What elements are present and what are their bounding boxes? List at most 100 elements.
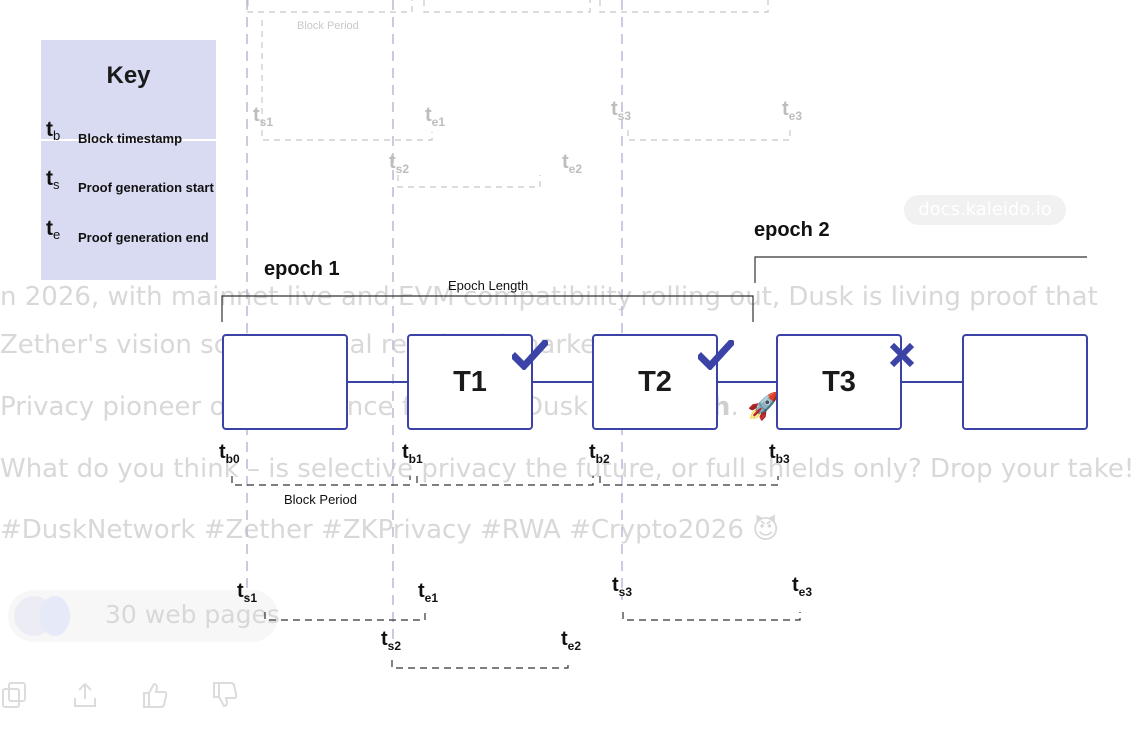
check-icon bbox=[512, 340, 548, 370]
thumbs-up-icon[interactable] bbox=[140, 680, 170, 710]
ts-letter: t bbox=[769, 441, 776, 463]
chat-line-1: n 2026, with mainnet live and EVM compat… bbox=[0, 282, 1098, 312]
ts-sub: e2 bbox=[567, 639, 582, 653]
faded-brackets bbox=[247, 0, 791, 188]
ts-letter: t bbox=[561, 628, 568, 650]
proof-te1: te1 bbox=[418, 580, 439, 605]
key-symbol-letter: t bbox=[46, 118, 53, 141]
faded-te3: te3 bbox=[782, 98, 803, 123]
source-avatar-secondary bbox=[40, 596, 70, 636]
epoch-brackets bbox=[221, 256, 1087, 322]
faded-ts1: ts1 bbox=[253, 104, 273, 129]
key-desc-proof-start: Proof generation start bbox=[78, 180, 214, 195]
ts-letter: t bbox=[418, 580, 425, 602]
copy-icon[interactable] bbox=[0, 680, 30, 710]
ts-sub: s3 bbox=[617, 109, 632, 123]
key-symbol-sub: s bbox=[53, 177, 60, 192]
key-symbol-proof-end: te bbox=[46, 217, 61, 242]
ts-letter: t bbox=[611, 98, 618, 120]
chat-line-3-suffix: . 🚀 bbox=[730, 392, 780, 422]
proof-ts1: ts1 bbox=[237, 580, 258, 605]
key-desc-proof-end: Proof generation end bbox=[78, 230, 209, 245]
epoch-1-label: epoch 1 bbox=[264, 258, 340, 280]
chain-link bbox=[717, 381, 777, 383]
block-period-brackets bbox=[231, 476, 801, 669]
ts-letter: t bbox=[402, 441, 409, 463]
chain-link bbox=[902, 381, 962, 383]
ts-sub: b0 bbox=[225, 452, 240, 466]
key-symbol-letter: t bbox=[46, 217, 53, 240]
epoch-2-label: epoch 2 bbox=[754, 219, 830, 241]
ts-sub: s2 bbox=[387, 639, 402, 653]
key-symbol-sub: e bbox=[53, 227, 61, 242]
watermark: docs.kaleido.io bbox=[904, 195, 1066, 225]
key-divider bbox=[41, 139, 216, 141]
key-desc-block-timestamp: Block timestamp bbox=[78, 131, 183, 146]
ts-sub: s3 bbox=[618, 585, 633, 599]
timestamp-tb2: tb2 bbox=[589, 441, 610, 466]
ts-sub: e3 bbox=[788, 109, 803, 123]
ts-sub: e2 bbox=[568, 162, 583, 176]
ts-letter: t bbox=[425, 104, 432, 126]
key-symbol-sub: b bbox=[53, 128, 61, 143]
block-0 bbox=[222, 334, 348, 430]
sources-label[interactable]: 30 web pages bbox=[105, 600, 280, 629]
key-symbol-proof-start: ts bbox=[46, 167, 60, 192]
vertical-guides bbox=[246, 0, 623, 640]
chat-line-4: What do you think – is selective privacy… bbox=[0, 454, 1137, 484]
thumbs-down-icon[interactable] bbox=[210, 680, 240, 710]
key-title: Key bbox=[106, 62, 151, 89]
share-icon[interactable] bbox=[70, 680, 100, 710]
chain-link bbox=[533, 381, 593, 383]
ts-letter: t bbox=[589, 441, 596, 463]
block-label bbox=[224, 336, 346, 428]
ts-letter: t bbox=[612, 574, 619, 596]
proof-ts3: ts3 bbox=[612, 574, 633, 599]
ts-sub: b1 bbox=[408, 452, 423, 466]
chain-link bbox=[348, 381, 408, 383]
ts-sub: e3 bbox=[798, 585, 813, 599]
proof-te2: te2 bbox=[561, 628, 582, 653]
ts-sub: b2 bbox=[595, 452, 610, 466]
block-period-label: Block Period bbox=[284, 492, 357, 507]
ts-sub: e1 bbox=[424, 591, 439, 605]
block-period-faded-label: Block Period bbox=[297, 20, 359, 32]
chat-line-5: #DuskNetwork #Zether #ZKPrivacy #RWA #Cr… bbox=[0, 515, 780, 545]
block-label bbox=[964, 336, 1086, 428]
key-symbol-block-timestamp: tb bbox=[46, 118, 61, 143]
timestamp-tb1: tb1 bbox=[402, 441, 423, 466]
ts-letter: t bbox=[562, 151, 569, 173]
block-4 bbox=[962, 334, 1088, 430]
ts-sub: s1 bbox=[243, 591, 258, 605]
ts-sub: b3 bbox=[775, 452, 790, 466]
block-label: T1 bbox=[453, 365, 487, 398]
faded-te2: te2 bbox=[562, 151, 583, 176]
check-icon bbox=[698, 340, 734, 370]
ts-letter: t bbox=[237, 580, 244, 602]
faded-ts3: ts3 bbox=[611, 98, 632, 123]
ts-sub: e1 bbox=[431, 115, 446, 129]
timestamp-tb0: tb0 bbox=[219, 441, 240, 466]
block-label: T3 bbox=[822, 365, 856, 398]
proof-te3: te3 bbox=[792, 574, 813, 599]
block-t1: T1 bbox=[407, 334, 533, 430]
ts-letter: t bbox=[219, 441, 226, 463]
timestamp-tb3: tb3 bbox=[769, 441, 790, 466]
cross-icon bbox=[889, 342, 915, 368]
proof-ts2: ts2 bbox=[381, 628, 402, 653]
key-panel: Key tb Block timestamp ts Proof generati… bbox=[41, 40, 216, 280]
ts-letter: t bbox=[381, 628, 388, 650]
epoch-length-label: Epoch Length bbox=[448, 278, 529, 293]
faded-ts2: ts2 bbox=[389, 151, 410, 176]
key-symbol-letter: t bbox=[46, 167, 53, 190]
ts-letter: t bbox=[253, 104, 260, 126]
ts-letter: t bbox=[389, 151, 396, 173]
faded-te1: te1 bbox=[425, 104, 446, 129]
ts-letter: t bbox=[792, 574, 799, 596]
block-t3: T3 bbox=[776, 334, 902, 430]
block-t2: T2 bbox=[592, 334, 718, 430]
ts-letter: t bbox=[782, 98, 789, 120]
ts-sub: s2 bbox=[395, 162, 410, 176]
